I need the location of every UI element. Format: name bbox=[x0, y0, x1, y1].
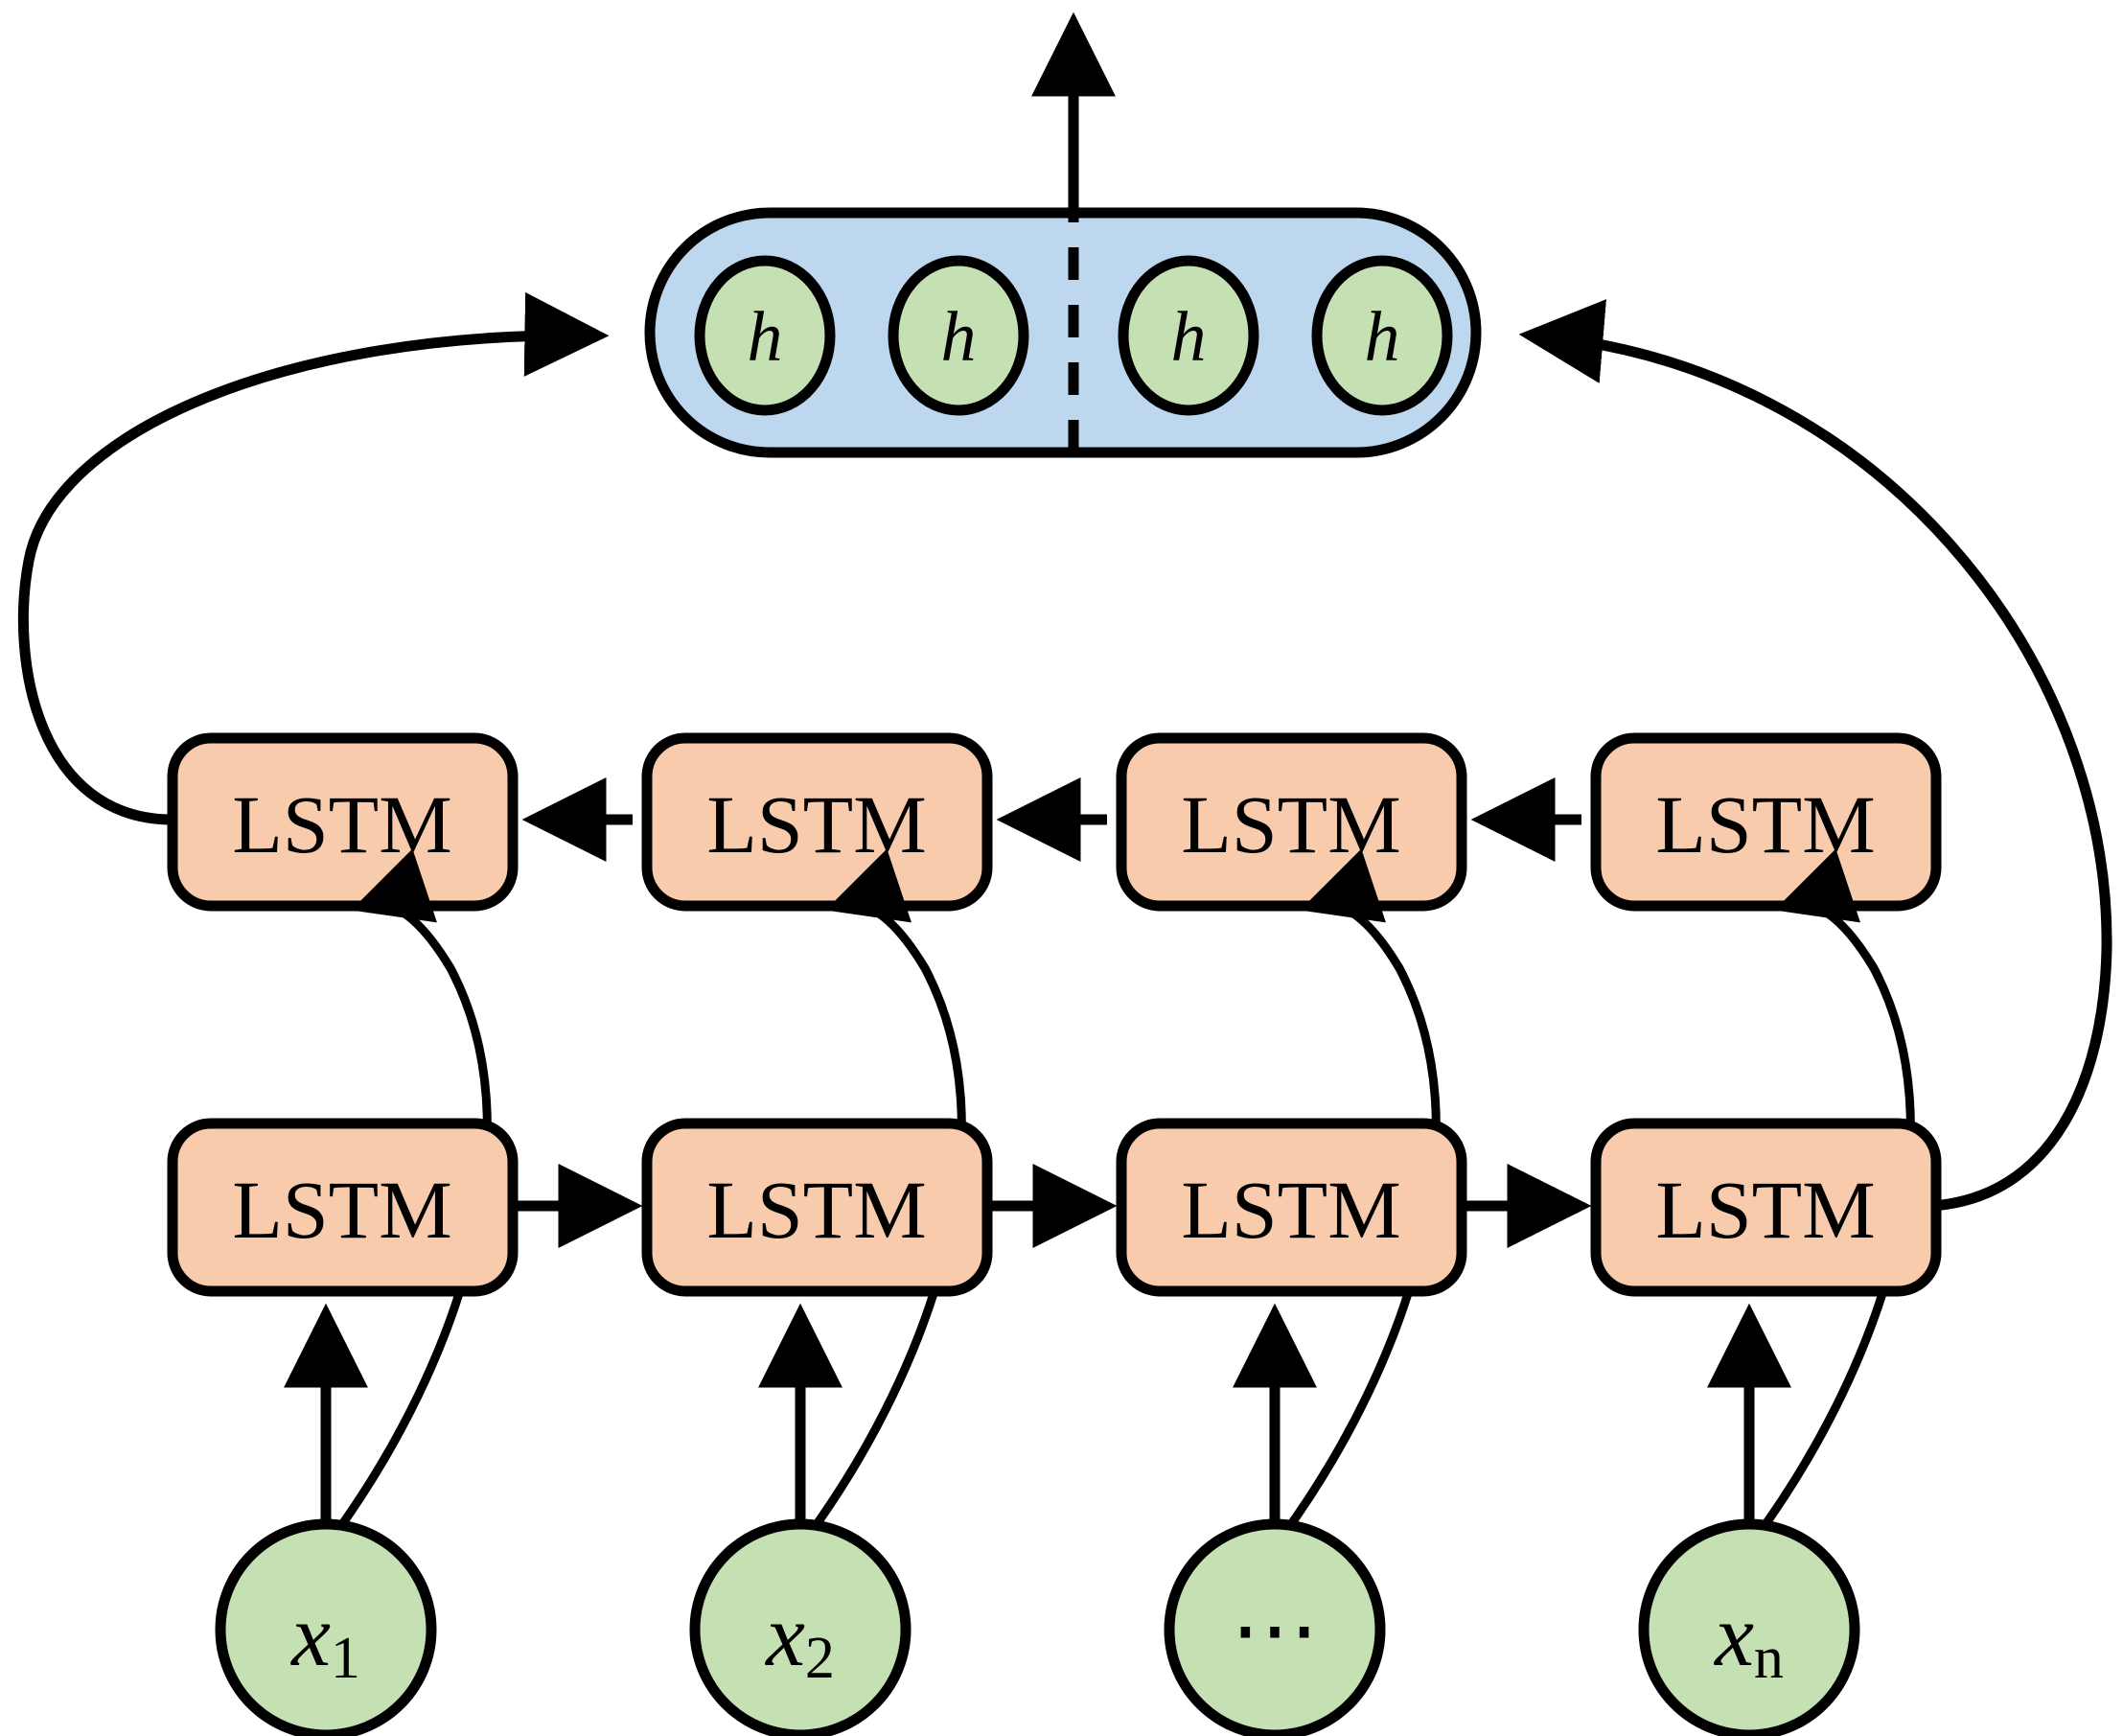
input-node-circle bbox=[215, 1518, 437, 1736]
hidden-unit: h bbox=[888, 255, 1029, 416]
hidden-unit: h bbox=[1118, 255, 1259, 416]
hidden-state-container: h h h h bbox=[644, 190, 1482, 458]
input-node-label: x2 bbox=[764, 1586, 835, 1691]
input-node-circle bbox=[1638, 1518, 1860, 1736]
input-to-backward-curves bbox=[332, 848, 1915, 1537]
lstm-label: LSTM bbox=[1181, 1164, 1400, 1256]
lstm-box bbox=[167, 1118, 519, 1297]
lstm-label: LSTM bbox=[1181, 778, 1400, 870]
input-node-label: xn bbox=[1713, 1586, 1784, 1691]
backward-to-hidden-curve bbox=[17, 291, 610, 825]
backward-lstm-cell: LSTM bbox=[641, 732, 993, 912]
hidden-unit-circle bbox=[1118, 255, 1259, 416]
forward-lstm-cell: LSTM bbox=[167, 1118, 519, 1297]
lstm-label: LSTM bbox=[232, 1164, 451, 1256]
hidden-unit-label: h bbox=[748, 298, 783, 377]
backward-lstm-cell: LSTM bbox=[1590, 732, 1942, 912]
lstm-label: LSTM bbox=[706, 1164, 926, 1256]
input-node: ⋯ bbox=[1164, 1518, 1386, 1736]
hidden-unit-circle bbox=[1311, 255, 1453, 416]
backward-lstm-cell: LSTM bbox=[167, 732, 519, 912]
forward-lstm-cell: LSTM bbox=[1116, 1118, 1467, 1297]
forward-lstm-cell: LSTM bbox=[641, 1118, 993, 1297]
hidden-unit-label: h bbox=[1171, 298, 1207, 377]
lstm-box bbox=[1590, 1118, 1942, 1297]
input-node: x2 bbox=[689, 1518, 912, 1736]
hidden-unit-label: h bbox=[941, 298, 977, 377]
lstm-box bbox=[1116, 1118, 1467, 1297]
input-to-forward-arrows bbox=[284, 1303, 1791, 1519]
lstm-box bbox=[641, 1118, 993, 1297]
input-node-circle bbox=[689, 1518, 912, 1736]
input-node-label: ⋯ bbox=[1231, 1581, 1319, 1678]
input-node: x1 bbox=[215, 1518, 437, 1736]
lstm-label: LSTM bbox=[706, 778, 926, 870]
forward-lstm-cell: LSTM bbox=[1590, 1118, 1942, 1297]
hidden-state-capsule bbox=[644, 207, 1482, 458]
hidden-unit-circle bbox=[888, 255, 1029, 416]
backward-lstm-cell: LSTM bbox=[1116, 732, 1467, 912]
hidden-unit: h bbox=[694, 255, 836, 416]
lstm-label: LSTM bbox=[1655, 778, 1875, 870]
hidden-unit-circle bbox=[694, 255, 836, 416]
hidden-unit: h bbox=[1311, 255, 1453, 416]
forward-to-hidden-curve bbox=[1518, 299, 2112, 1212]
input-node-label: x1 bbox=[289, 1586, 360, 1691]
input-node: xn bbox=[1638, 1518, 1860, 1736]
lstm-label: LSTM bbox=[1655, 1164, 1875, 1256]
hidden-unit-label: h bbox=[1365, 298, 1400, 377]
lstm-label: LSTM bbox=[232, 778, 451, 870]
input-node-circle bbox=[1164, 1518, 1386, 1736]
